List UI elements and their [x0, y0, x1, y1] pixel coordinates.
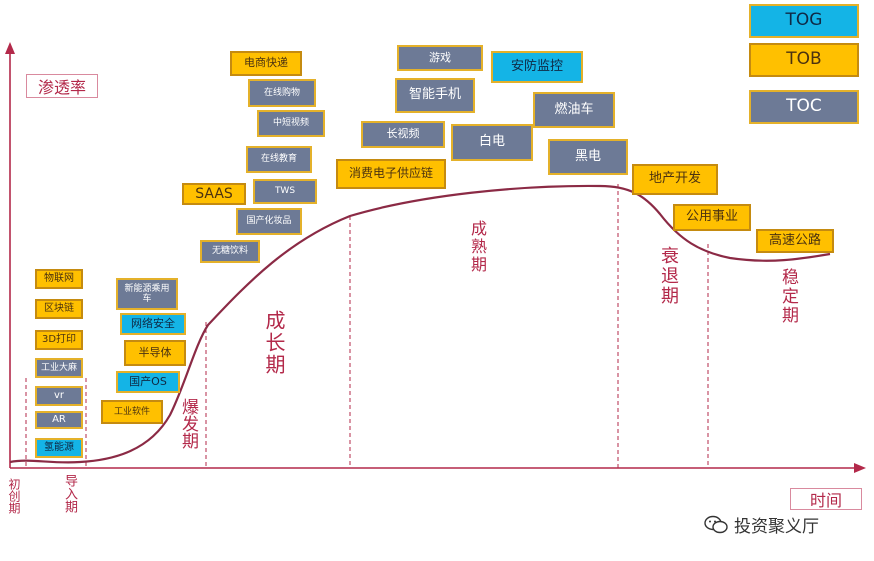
phase-explosion: 爆发期	[178, 398, 198, 449]
item-anfangjiankong: 安防监控	[491, 51, 583, 83]
item-tws: TWS	[253, 179, 317, 204]
item-vr: vr	[35, 386, 83, 406]
item-wangluoanquan: 网络安全	[120, 313, 186, 335]
watermark: 投资聚义厅	[704, 512, 819, 537]
legend-toc: TOC	[749, 90, 859, 124]
item-changshipin: 长视频	[361, 121, 445, 148]
item-qingnengyuan: 氢能源	[35, 438, 83, 458]
legend-tog: TOG	[749, 4, 859, 38]
item-zaixiangouwu: 在线购物	[248, 79, 316, 107]
item-heidian: 黑电	[548, 139, 628, 175]
item-gongyedashu: 工业大麻	[35, 358, 83, 378]
item-gongyeruanjian: 工业软件	[101, 400, 163, 424]
item-guochan-os: 国产OS	[116, 371, 180, 393]
y-axis-label: 渗透率	[26, 74, 98, 98]
phase-mature: 成熟期	[468, 220, 487, 274]
phase-intro: 导入期	[62, 474, 77, 513]
item-gongyongshiye: 公用事业	[673, 204, 751, 231]
x-axis-arrow	[854, 463, 866, 473]
legend-tob: TOB	[749, 43, 859, 77]
phase-startup: 初创期	[7, 478, 21, 514]
item-wutangyinliao: 无糖饮料	[200, 240, 260, 263]
item-baidian: 白电	[451, 124, 533, 161]
phase-growth: 成长期	[262, 310, 286, 376]
phase-stable: 稳定期	[778, 268, 798, 325]
item-3d-dayin: 3D打印	[35, 330, 83, 350]
item-zaixianjiaoyu: 在线教育	[246, 146, 312, 173]
item-gaosugonglu: 高速公路	[756, 229, 834, 253]
item-dianshangkuaidi: 电商快递	[230, 51, 302, 76]
phase-decline: 衰退期	[658, 246, 679, 306]
item-qukuailian: 区块链	[35, 299, 83, 319]
item-bandaoti: 半导体	[124, 340, 186, 366]
watermark-text: 投资聚义厅	[734, 517, 819, 537]
wechat-icon	[704, 515, 728, 533]
item-guochanhuazhuangpin: 国产化妆品	[236, 208, 302, 235]
item-xinnengyuan-chengyongche: 新能源乘用车	[116, 278, 178, 310]
item-ar: AR	[35, 411, 83, 429]
item-saas: SAAS	[182, 183, 246, 205]
item-youxi: 游戏	[397, 45, 483, 71]
item-xiaofeidianzi-gongyinglian: 消费电子供应链	[336, 159, 446, 189]
item-dichankaifa: 地产开发	[632, 164, 718, 195]
item-wulianwang: 物联网	[35, 269, 83, 289]
item-ranyouche: 燃油车	[533, 92, 615, 128]
x-axis-label: 时间	[790, 488, 862, 510]
item-zhinengshouji: 智能手机	[395, 78, 475, 113]
item-zhongduanshipin: 中短视频	[257, 110, 325, 137]
lifecycle-curve	[9, 184, 831, 464]
y-axis-arrow	[5, 42, 15, 54]
